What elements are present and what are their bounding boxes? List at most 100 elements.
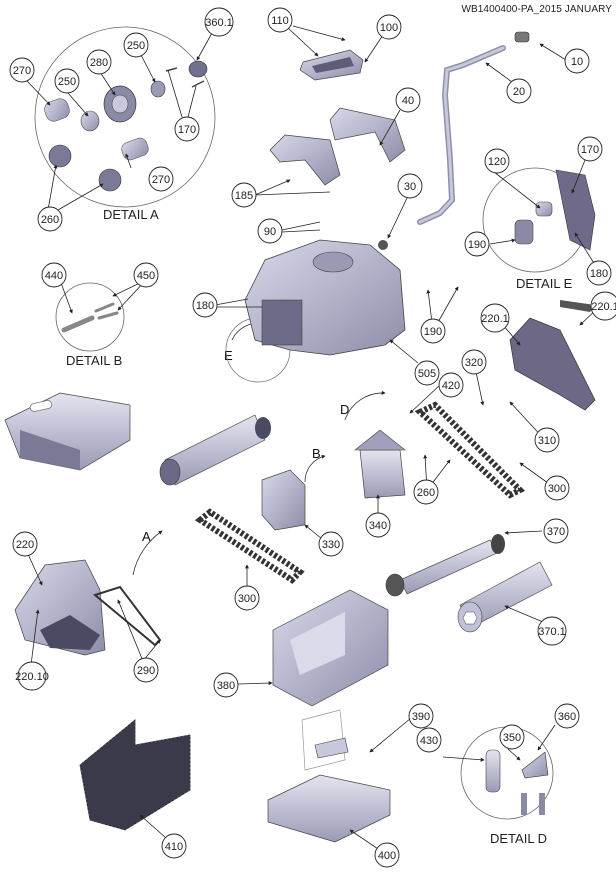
callout-300b[interactable]: 300 (234, 585, 260, 611)
callout-310[interactable]: 310 (534, 427, 560, 453)
callout-circle (86, 49, 112, 75)
callout-280[interactable]: 280 (86, 49, 112, 75)
callout-300a[interactable]: 300 (544, 475, 570, 501)
callout-number: 450 (137, 270, 155, 282)
callout-number: 310 (538, 435, 556, 447)
callout-290[interactable]: 290 (133, 657, 159, 683)
callout-260b[interactable]: 260 (413, 479, 439, 505)
callout-2201a[interactable]: 220.1 (480, 303, 510, 333)
callout-320[interactable]: 320 (461, 349, 487, 375)
callout-190b[interactable]: 190 (420, 318, 446, 344)
callout-number: 410 (165, 841, 183, 853)
callout-40[interactable]: 40 (395, 87, 421, 113)
callout-number: 350 (503, 732, 521, 744)
callout-400[interactable]: 400 (374, 842, 400, 868)
callout-190a[interactable]: 190 (464, 231, 490, 257)
callout-number: 30 (404, 181, 416, 193)
part-filter-basket (79, 719, 191, 831)
part-side-plate-right (509, 300, 596, 411)
detail-d-label: DETAIL D (490, 831, 547, 846)
callout-circle (414, 360, 440, 386)
callout-circle (231, 182, 257, 208)
callout-number: 180 (590, 268, 608, 280)
callout-number: 110 (271, 15, 289, 27)
callout-380[interactable]: 380 (213, 672, 239, 698)
detail-marker-d-arc (344, 390, 386, 421)
callout-180a[interactable]: 180 (586, 260, 612, 286)
callout-185[interactable]: 185 (231, 182, 257, 208)
callout-2201b[interactable]: 220.1 (590, 291, 616, 321)
detail-e-label: DETAIL E (516, 276, 573, 291)
callout-circle (420, 318, 446, 344)
callout-270b[interactable]: 270 (148, 166, 174, 192)
callout-number: 250 (58, 76, 76, 88)
callout-number: 20 (513, 86, 525, 98)
callout-circle (376, 14, 402, 40)
callout-90[interactable]: 90 (257, 218, 283, 244)
callout-3701[interactable]: 370.1 (537, 616, 567, 646)
callout-number: 220.1 (591, 301, 616, 313)
callout-10[interactable]: 10 (564, 48, 590, 74)
callout-410[interactable]: 410 (161, 833, 187, 859)
callout-number: 220.10 (15, 671, 49, 683)
callout-180b[interactable]: 180 (192, 292, 218, 318)
part-pump-motor (354, 429, 406, 499)
callout-170a[interactable]: 170 (174, 116, 200, 142)
callout-number: 260 (41, 214, 59, 226)
callout-420[interactable]: 420 (438, 372, 464, 398)
callout-layer: 270 250 280 250 360.1 170 260 270 110 100 40 185 90 3… (9, 7, 616, 868)
part-brush-roller-front (159, 414, 271, 486)
callout-number: 390 (412, 711, 430, 723)
callout-circle (590, 291, 616, 321)
document-id: WB1400400-PA_2015 JANUARY (461, 4, 612, 15)
callout-circle (123, 32, 149, 58)
callout-number: 300 (548, 483, 566, 495)
callout-350[interactable]: 350 (499, 724, 525, 750)
callout-20[interactable]: 20 (506, 78, 532, 104)
callout-number: 220.1 (481, 313, 509, 325)
callout-450[interactable]: 450 (133, 262, 159, 288)
callout-number: 430 (420, 735, 438, 747)
callout-number: 370 (547, 526, 565, 538)
callout-circle (374, 842, 400, 868)
callout-30[interactable]: 30 (397, 173, 423, 199)
callout-330[interactable]: 330 (318, 531, 344, 557)
callout-100[interactable]: 100 (376, 14, 402, 40)
callout-505[interactable]: 505 (414, 360, 440, 386)
callout-440[interactable]: 440 (41, 262, 67, 288)
callout-260a[interactable]: 260 (37, 206, 63, 232)
detail-e-group: DETAIL E (482, 167, 596, 291)
callout-circle (9, 57, 35, 83)
callout-circle (506, 78, 532, 104)
callout-circle (480, 303, 510, 333)
callout-number: 190 (424, 326, 442, 338)
detail-marker-d: D (340, 402, 349, 417)
callout-250a[interactable]: 250 (54, 68, 80, 94)
callout-3601[interactable]: 360.1 (204, 7, 234, 37)
callout-circle (464, 231, 490, 257)
callout-220[interactable]: 220 (12, 531, 38, 557)
callout-circle (213, 672, 239, 698)
callout-number: 100 (380, 22, 398, 34)
callout-number: 400 (378, 850, 396, 862)
callout-250b[interactable]: 250 (123, 32, 149, 58)
callout-circle (564, 48, 590, 74)
callout-2201c[interactable]: 220.10 (15, 661, 49, 691)
callout-110[interactable]: 110 (267, 7, 293, 33)
callout-360[interactable]: 360 (554, 703, 580, 729)
callout-circle (133, 262, 159, 288)
callout-number: 360.1 (205, 17, 233, 29)
part-brush-roller (457, 561, 553, 633)
callout-390[interactable]: 390 (408, 703, 434, 729)
callout-circle (365, 512, 391, 538)
detail-marker-a-arc (132, 530, 163, 576)
callout-430[interactable]: 430 (416, 727, 442, 753)
callout-370[interactable]: 370 (543, 518, 569, 544)
callout-number: 90 (264, 226, 276, 238)
callout-270a[interactable]: 270 (9, 57, 35, 83)
callout-170b[interactable]: 170 (577, 136, 603, 162)
part-top-grille (299, 49, 364, 81)
callout-120[interactable]: 120 (484, 148, 510, 174)
callout-340[interactable]: 340 (365, 512, 391, 538)
callout-circle (395, 87, 421, 113)
